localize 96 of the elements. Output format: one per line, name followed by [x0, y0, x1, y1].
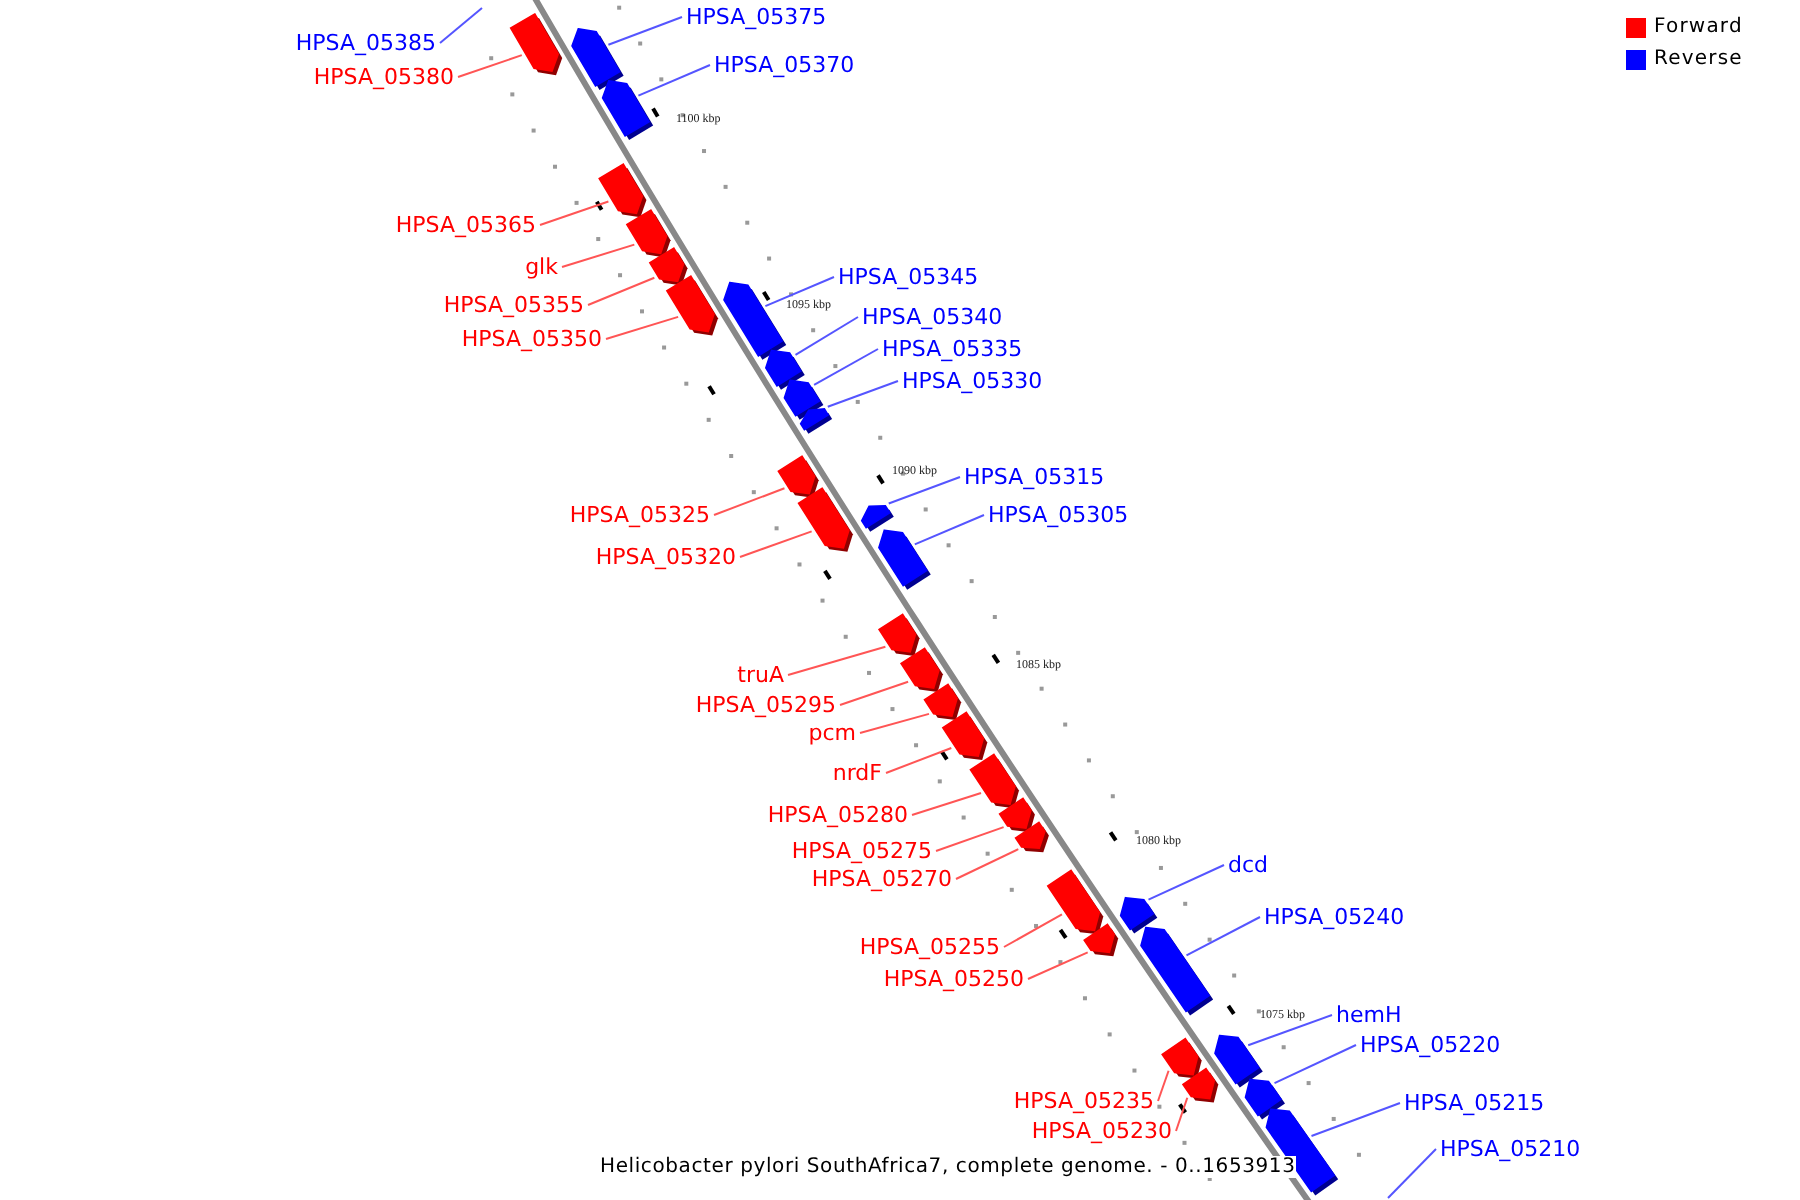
gene-label: HPSA_05345 [838, 264, 979, 290]
gene-label: pcm [808, 720, 856, 746]
gene-label: HPSA_05365 [395, 212, 536, 238]
gene-feature [969, 753, 1019, 809]
leader-line [539, 200, 610, 226]
leader-line [1185, 916, 1261, 957]
legend-label: Reverse [1654, 48, 1743, 70]
gene-label: HPSA_05330 [902, 368, 1043, 394]
gene-label: HPSA_05305 [988, 502, 1129, 528]
leader-line [1310, 1102, 1401, 1137]
gene-feature [941, 711, 988, 761]
gene-feature [860, 504, 894, 532]
legend-label: Forward [1654, 16, 1743, 38]
gene-label: HPSA_05375 [686, 4, 827, 30]
leader-line [1003, 913, 1063, 948]
gene-feature [1014, 821, 1049, 853]
gene-feature [877, 613, 920, 656]
gene-label: HPSA_05235 [1013, 1088, 1154, 1114]
gene-label: dcd [1228, 852, 1269, 878]
gene-feature [878, 529, 931, 590]
leader-line [859, 712, 930, 734]
gene-label: HPSA_05215 [1404, 1090, 1545, 1116]
gene-label: HPSA_05385 [295, 30, 436, 56]
gene-feature [601, 79, 654, 140]
leader-line [637, 64, 711, 97]
leader-line [1247, 1014, 1333, 1047]
gene-feature [1140, 926, 1214, 1016]
gene-feature [899, 647, 943, 692]
gene-feature [665, 275, 718, 336]
leader-line [913, 514, 985, 546]
gene-label: HPSA_05280 [767, 802, 908, 828]
gene-feature [723, 281, 787, 360]
gene-feature [571, 28, 624, 90]
gene-label: HPSA_05355 [443, 292, 584, 318]
gene-feature [1181, 1067, 1219, 1103]
leader-line [955, 848, 1020, 880]
leader-line [1027, 951, 1089, 980]
leader-line [713, 487, 786, 516]
gene-feature [1119, 896, 1158, 934]
gene-label: HPSA_05335 [882, 336, 1023, 362]
gene-label: HPSA_05240 [1264, 904, 1405, 930]
gene-label: HPSA_05295 [695, 692, 836, 718]
gene-label: glk [525, 254, 558, 280]
leader-line [457, 54, 523, 78]
gene-label: HPSA_05320 [595, 544, 736, 570]
leader-line [561, 243, 636, 268]
gene-label: HPSA_05275 [791, 838, 932, 864]
leader-line [787, 645, 887, 676]
gene-label: HPSA_05380 [313, 64, 454, 90]
gene-feature [799, 408, 833, 434]
gene-label: HPSA_05250 [883, 966, 1024, 992]
leader-line [826, 380, 899, 408]
gene-feature [797, 487, 853, 552]
gene-feature [625, 209, 671, 258]
leader-line [1273, 1044, 1357, 1085]
leader-line [1147, 864, 1225, 901]
gene-label: HPSA_05370 [714, 52, 855, 78]
gene-feature [923, 683, 962, 721]
leader-line [794, 316, 859, 356]
leader-line [764, 276, 835, 308]
leader-line [1387, 1148, 1437, 1199]
gene-feature [1046, 869, 1104, 935]
leader-line [885, 746, 953, 774]
gene-label: HPSA_05325 [569, 502, 710, 528]
leader-line [887, 476, 961, 505]
leader-line [813, 348, 879, 386]
gene-label: nrdF [832, 760, 882, 786]
gene-feature [998, 797, 1035, 833]
leader-line [587, 276, 656, 306]
gene-label: hemH [1336, 1002, 1402, 1028]
leader-line [1157, 1069, 1170, 1102]
leader-line [605, 315, 680, 340]
gene-feature [598, 163, 647, 218]
gene-feature [509, 12, 563, 76]
gene-feature [777, 455, 819, 498]
gene-label: HPSA_05315 [964, 464, 1105, 490]
gene-label: HPSA_05255 [859, 934, 1000, 960]
leader-line [439, 7, 483, 44]
gene-feature [1083, 923, 1119, 957]
gene-feature [648, 247, 688, 286]
leader-line [935, 826, 1005, 852]
gene-feature [1161, 1037, 1202, 1079]
gene-label: HPSA_05340 [862, 304, 1003, 330]
gene-label: HPSA_05350 [461, 326, 602, 352]
leader-line [1175, 1096, 1189, 1132]
gene-feature [1214, 1034, 1263, 1088]
leader-line [839, 680, 910, 706]
gene-label: HPSA_05210 [1440, 1136, 1581, 1162]
gene-label: HPSA_05230 [1031, 1118, 1172, 1144]
map-caption: Helicobacter pylori SouthAfrica7, complete genome. - 0..1653913 [600, 1156, 1296, 1178]
gene-label: HPSA_05220 [1360, 1032, 1501, 1058]
leader-line [739, 530, 813, 558]
leader-line [911, 792, 982, 816]
gene-label: HPSA_05270 [811, 866, 952, 892]
leader-line [607, 16, 683, 46]
gene-label: truA [737, 662, 784, 688]
